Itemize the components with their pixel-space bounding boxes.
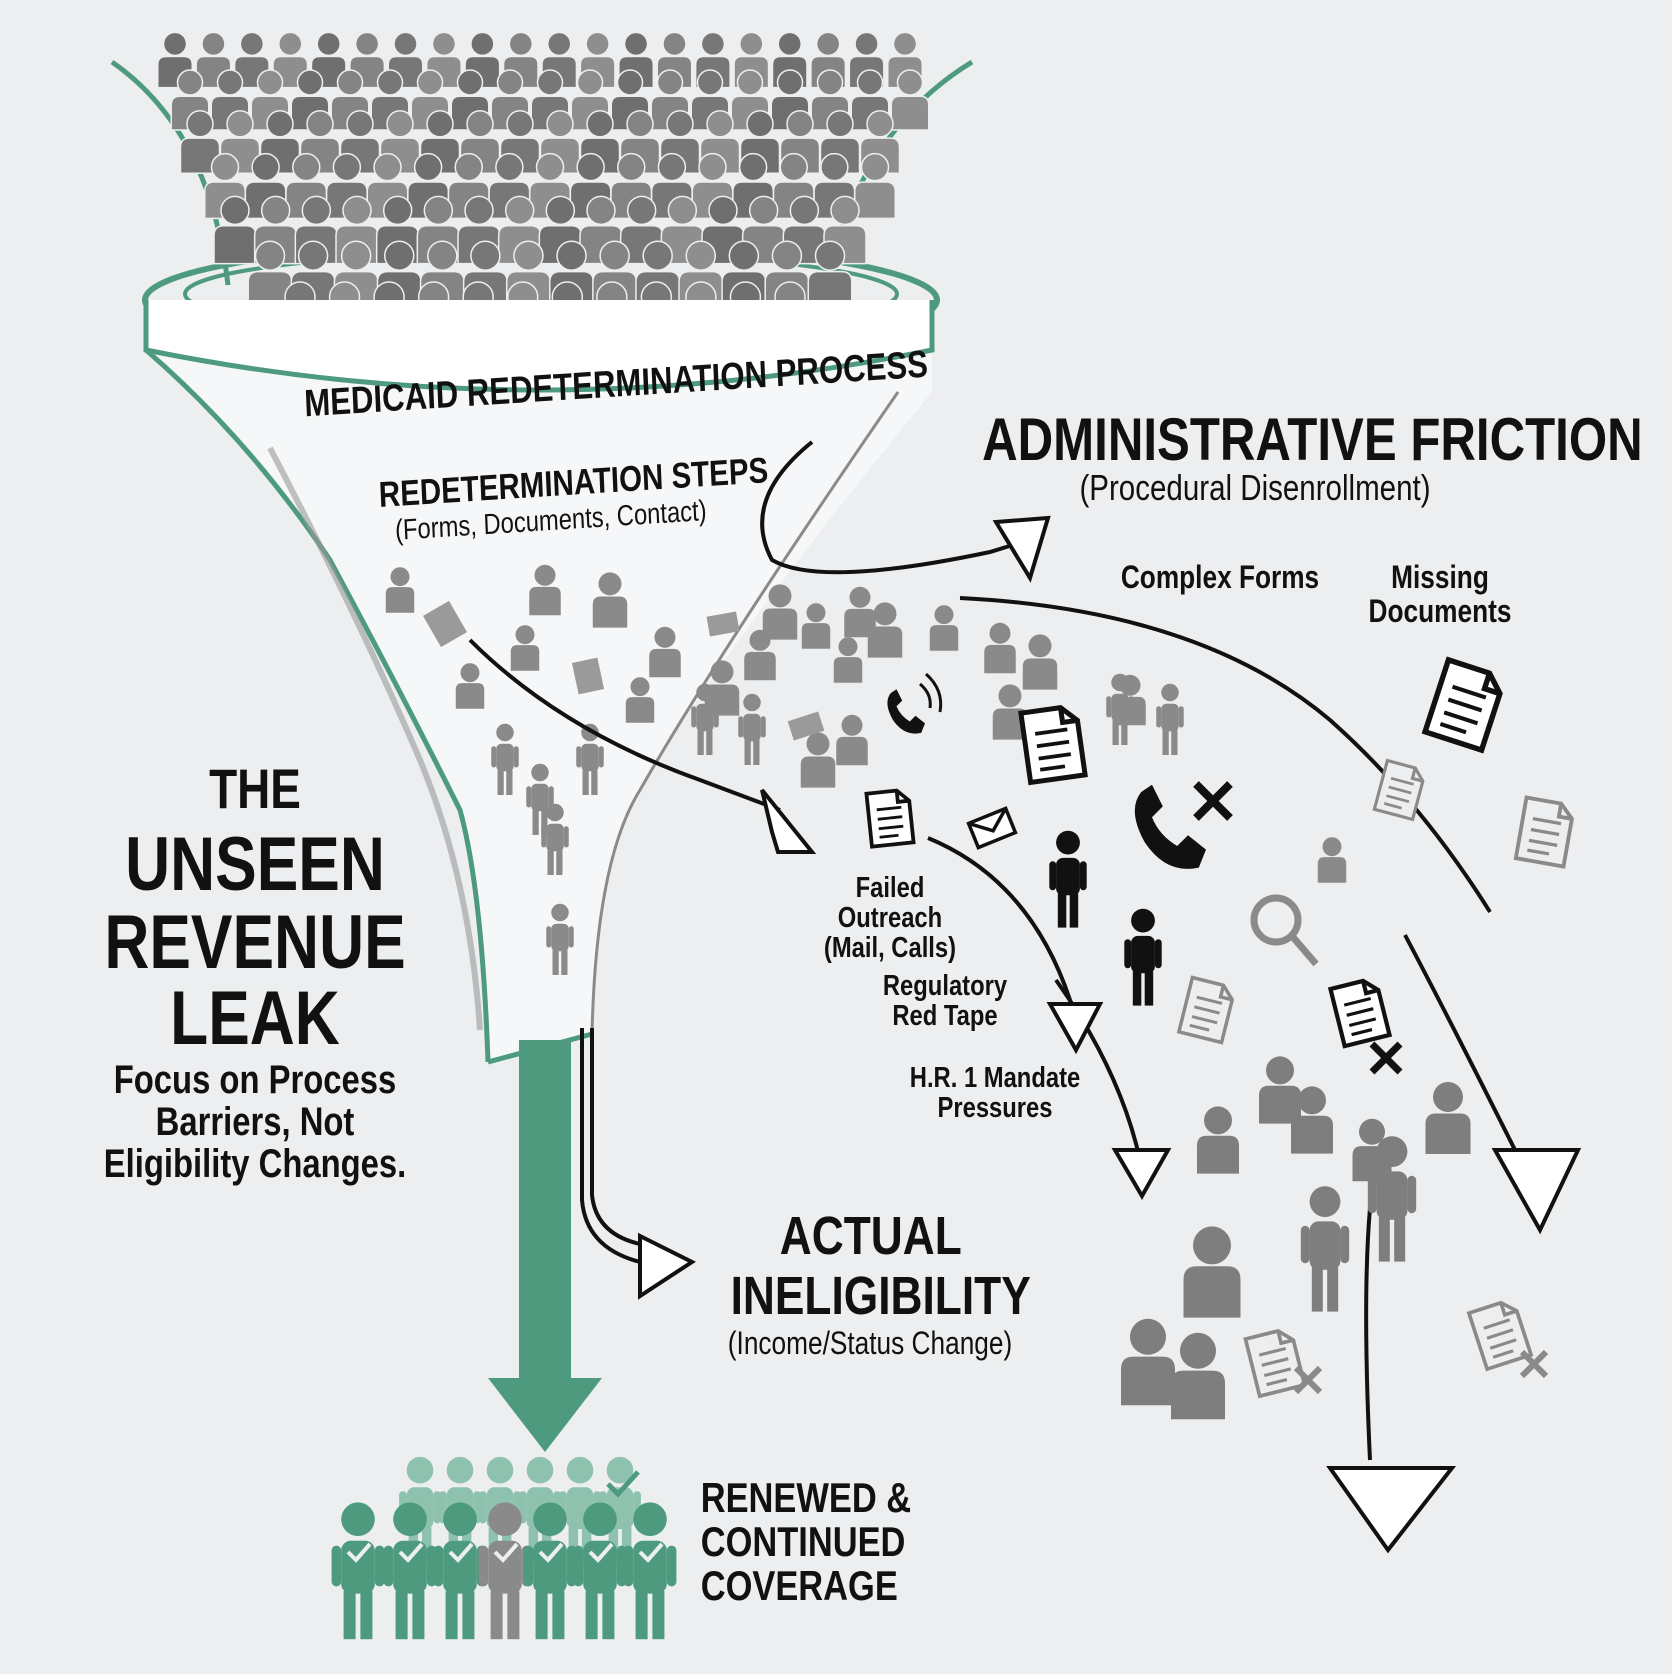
renewed-line-1: RENEWED & [700, 1474, 912, 1521]
person-icon [738, 693, 766, 765]
ineligibility-arrow-icon [580, 1028, 697, 1300]
friction-title: ADMINISTRATIVE FRICTION [982, 406, 1643, 473]
envelope-icon [966, 806, 1018, 850]
outreach-label-1: Failed [855, 872, 925, 904]
rejected-document-icon [1293, 978, 1549, 1395]
person-icon [1121, 1318, 1175, 1406]
outreach-arrow-icon [468, 638, 817, 854]
renewal-arrow-icon [488, 1040, 602, 1452]
phone-icon [887, 672, 943, 734]
person-icon [331, 1502, 385, 1640]
ineligibility-line-1: ACTUAL [779, 1206, 962, 1266]
person-icon [1156, 683, 1184, 755]
missing-label-1: Missing [1391, 559, 1489, 595]
renewed-members-icon [331, 1456, 677, 1640]
funnel-body-icon [143, 300, 935, 1065]
person-icon [1197, 1106, 1239, 1174]
renewed-line-3: COVERAGE [700, 1562, 898, 1609]
person-icon [1171, 1332, 1225, 1420]
checkmark-icon [538, 1542, 564, 1563]
phone-blocked-icon [1134, 781, 1233, 869]
person-icon [929, 605, 959, 651]
missing-label-2: Documents [1368, 593, 1512, 629]
disenrollment-arrows-icon [1046, 1002, 1582, 1554]
person-icon [1183, 1226, 1241, 1318]
ineligibility-subtitle: (Income/Status Change) [727, 1325, 1013, 1361]
person-icon [1022, 634, 1058, 690]
headline-line-1: THE [209, 757, 301, 820]
red-tape-label-2: Red Tape [892, 1000, 998, 1032]
checkmark-icon [493, 1542, 519, 1563]
magnifier-icon [1250, 894, 1319, 967]
checkmark-icon [398, 1542, 424, 1563]
headline-sub-1: Focus on Process [113, 1058, 397, 1102]
renewed-line-2: CONTINUED [700, 1518, 906, 1565]
friction-subtitle: (Procedural Disenrollment) [1079, 467, 1431, 508]
outreach-label-3: (Mail, Calls) [823, 932, 957, 964]
red-tape-label-1: Regulatory [882, 970, 1008, 1002]
person-icon [800, 732, 836, 788]
person-icon [801, 603, 831, 649]
person-icon [984, 622, 1016, 674]
friction-arrow-icon [760, 440, 1051, 583]
affected-member-icon [1049, 830, 1162, 1006]
headline-line-4: LEAK [170, 976, 340, 1061]
checkmark-icon [638, 1542, 664, 1563]
person-icon [833, 637, 863, 683]
headline-sub-3: Eligibility Changes. [103, 1142, 407, 1186]
complex-forms-label: Complex Forms [1120, 559, 1320, 595]
headline-line-2: UNSEEN [125, 822, 385, 907]
person-icon [1425, 1082, 1471, 1154]
outreach-label-2: Outreach [837, 902, 943, 934]
person-icon [1317, 837, 1347, 883]
checkmark-icon [448, 1542, 474, 1563]
checkmark-icon [606, 1470, 640, 1498]
headline-sub-2: Barriers, Not [155, 1100, 355, 1144]
checkmark-icon [346, 1542, 372, 1563]
person-icon [836, 714, 868, 766]
hr1-label-2: Pressures [937, 1092, 1053, 1124]
person-icon [1259, 1056, 1301, 1124]
checkmark-icon [588, 1542, 614, 1563]
hr1-label-1: H.R. 1 Mandate [909, 1062, 1081, 1094]
paperwork-icon [423, 600, 825, 741]
ineligibility-line-2: INELIGIBILITY [730, 1266, 1031, 1326]
headline-line-3: REVENUE [104, 900, 406, 985]
person-icon [1300, 1186, 1350, 1312]
